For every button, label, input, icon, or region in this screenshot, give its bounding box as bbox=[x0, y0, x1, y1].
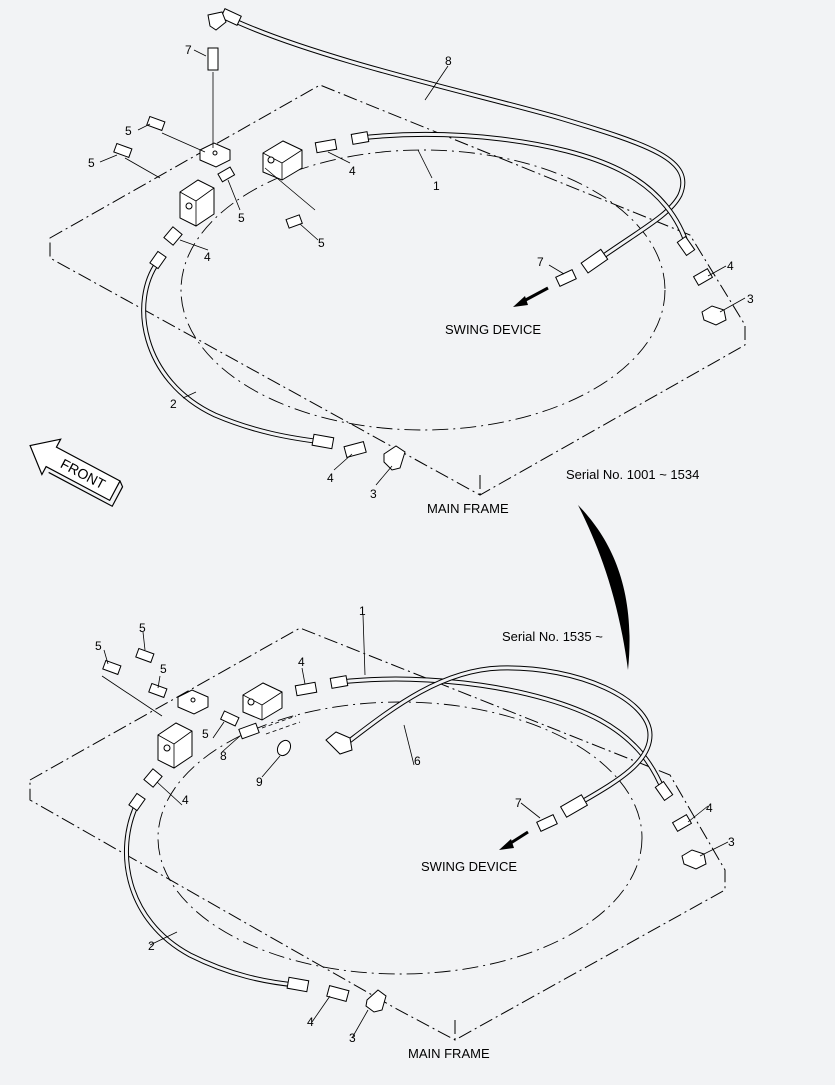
callout-top-3b: 3 bbox=[370, 487, 377, 501]
callout-bottom-9: 9 bbox=[256, 775, 263, 789]
fitting-7-bottom bbox=[536, 814, 558, 832]
callout-bottom-5d: 5 bbox=[202, 727, 209, 741]
callout-bottom-8: 8 bbox=[220, 749, 227, 763]
hose-2-far-fitting bbox=[311, 433, 335, 450]
callout-top-5c: 5 bbox=[238, 211, 245, 225]
callout-top-4c: 4 bbox=[727, 259, 734, 273]
main-frame-outline-bottom bbox=[29, 627, 726, 1041]
fitting-5-d bbox=[285, 214, 303, 229]
fitting-4-bottom-d bbox=[326, 984, 350, 1002]
junction-block-top-2 bbox=[262, 140, 303, 181]
tee-block-bottom bbox=[177, 689, 209, 715]
callout-top-3a: 3 bbox=[747, 292, 754, 306]
hose-2-bottom bbox=[124, 801, 299, 988]
tee-block-top bbox=[199, 142, 231, 168]
fitting-3-bottom bbox=[383, 445, 406, 471]
fitting-3-bottom-right bbox=[681, 849, 707, 870]
fitting-4-bottom-c bbox=[671, 813, 693, 833]
fitting-4-bottom-b bbox=[143, 768, 163, 788]
hose-1-bottom bbox=[337, 676, 667, 795]
fitting-3-bottom-d bbox=[365, 989, 387, 1013]
callout-bottom-5b: 5 bbox=[139, 621, 146, 635]
callout-top-5d: 5 bbox=[318, 236, 325, 250]
fitting-7-right bbox=[555, 269, 577, 287]
junction-block-top-1 bbox=[179, 179, 215, 227]
swing-device-label-bottom: SWING DEVICE bbox=[421, 859, 517, 874]
fitting-4-bottom-a bbox=[294, 681, 318, 697]
fitting-5-bottom-c bbox=[148, 682, 168, 699]
callout-top-7b: 7 bbox=[537, 255, 544, 269]
hose-8-far-fitting bbox=[580, 248, 609, 274]
hidden-line-bottom bbox=[261, 715, 301, 735]
callout-top-4a: 4 bbox=[349, 164, 356, 178]
hose-1-bottom-end bbox=[329, 675, 349, 689]
fitting-5-bottom-a bbox=[102, 659, 122, 676]
callout-bottom-6: 6 bbox=[414, 754, 421, 768]
fitting-5-bottom-d bbox=[219, 710, 240, 727]
callout-top-4d: 4 bbox=[327, 471, 334, 485]
bottom-assembly bbox=[29, 614, 729, 1041]
callout-bottom-5c: 5 bbox=[160, 662, 167, 676]
callout-bottom-2: 2 bbox=[148, 939, 155, 953]
callout-top-2: 2 bbox=[170, 397, 177, 411]
fitting-8-bottom bbox=[238, 722, 260, 740]
fitting-3-right bbox=[701, 305, 727, 326]
swing-ring-bottom bbox=[157, 701, 643, 975]
junction-block-bottom-1 bbox=[157, 722, 193, 769]
fitting-4-a bbox=[314, 138, 338, 154]
callout-bottom-4c: 4 bbox=[706, 801, 713, 815]
callout-bottom-4b: 4 bbox=[182, 793, 189, 807]
elbow-fitting-bottom bbox=[325, 731, 353, 755]
front-arrow: FRONT bbox=[29, 438, 124, 508]
main-frame-label-top: MAIN FRAME bbox=[427, 501, 509, 516]
hose-2-top bbox=[141, 259, 325, 445]
callout-top-5b: 5 bbox=[88, 156, 95, 170]
callout-bottom-3b: 3 bbox=[349, 1031, 356, 1045]
callout-top-5a: 5 bbox=[125, 124, 132, 138]
callout-bottom-4d: 4 bbox=[307, 1015, 314, 1029]
callout-top-1: 1 bbox=[433, 179, 440, 193]
hose-6-far-fitting bbox=[559, 794, 589, 818]
hose-1-far-fitting bbox=[676, 235, 696, 257]
swing-device-label-top: SWING DEVICE bbox=[445, 322, 541, 337]
fitting-4-bottom bbox=[343, 440, 367, 458]
callout-bottom-1: 1 bbox=[359, 604, 366, 618]
serial-label-bottom: Serial No. 1535 ~ bbox=[502, 629, 603, 644]
fitting-5-b bbox=[113, 142, 133, 159]
fitting-4-b bbox=[163, 226, 183, 246]
hose-2-end-fitting bbox=[149, 250, 167, 270]
hose-1-bottom-far bbox=[654, 780, 674, 802]
elbow-fitting-top bbox=[207, 11, 227, 31]
serial-transition-arrow bbox=[578, 505, 630, 670]
callout-top-7: 7 bbox=[185, 43, 192, 57]
callout-bottom-7: 7 bbox=[515, 796, 522, 810]
fitting-5-c bbox=[217, 166, 236, 183]
callout-bottom-3a: 3 bbox=[728, 835, 735, 849]
callout-top-4b: 4 bbox=[204, 250, 211, 264]
fitting-4-right bbox=[692, 267, 714, 287]
hose-2-bottom-far bbox=[286, 976, 310, 993]
serial-label-top: Serial No. 1001 ~ 1534 bbox=[566, 467, 699, 482]
swing-ring-top bbox=[180, 149, 666, 431]
fitting-5-bottom-b bbox=[135, 647, 155, 664]
callout-bottom-5a: 5 bbox=[95, 639, 102, 653]
top-assembly bbox=[49, 8, 746, 496]
callout-top-8: 8 bbox=[445, 54, 452, 68]
junction-block-bottom-2 bbox=[242, 682, 283, 721]
fitting-7-top bbox=[207, 47, 219, 148]
main-frame-label-bottom: MAIN FRAME bbox=[408, 1046, 490, 1061]
hose-2-bottom-end bbox=[128, 792, 146, 812]
hose-1-end-fitting bbox=[350, 131, 370, 145]
callout-bottom-4a: 4 bbox=[298, 655, 305, 669]
o-ring-9 bbox=[276, 739, 292, 757]
fitting-5-a bbox=[146, 115, 166, 132]
